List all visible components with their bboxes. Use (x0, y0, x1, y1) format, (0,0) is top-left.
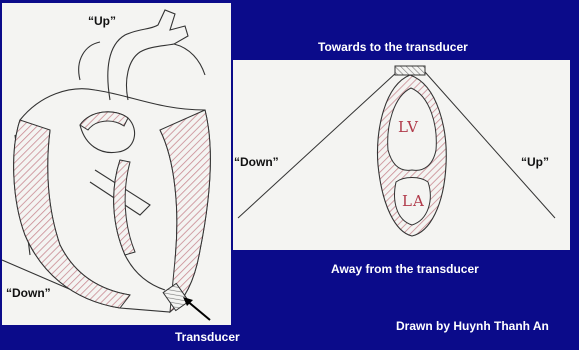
label-lv: LV (398, 118, 419, 136)
label-la: LA (402, 192, 425, 210)
label-up-right: “Up” (521, 155, 549, 169)
label-down-right: “Down” (234, 155, 279, 169)
label-towards-transducer: Towards to the transducer (318, 40, 468, 54)
transducer-footprint (395, 66, 425, 75)
label-down-left: “Down” (6, 286, 51, 300)
label-up-left: “Up” (88, 14, 116, 28)
label-transducer: Transducer (175, 330, 240, 344)
credit-text: Drawn by Huynh Thanh An (396, 319, 549, 333)
label-away-transducer: Away from the transducer (331, 262, 479, 276)
